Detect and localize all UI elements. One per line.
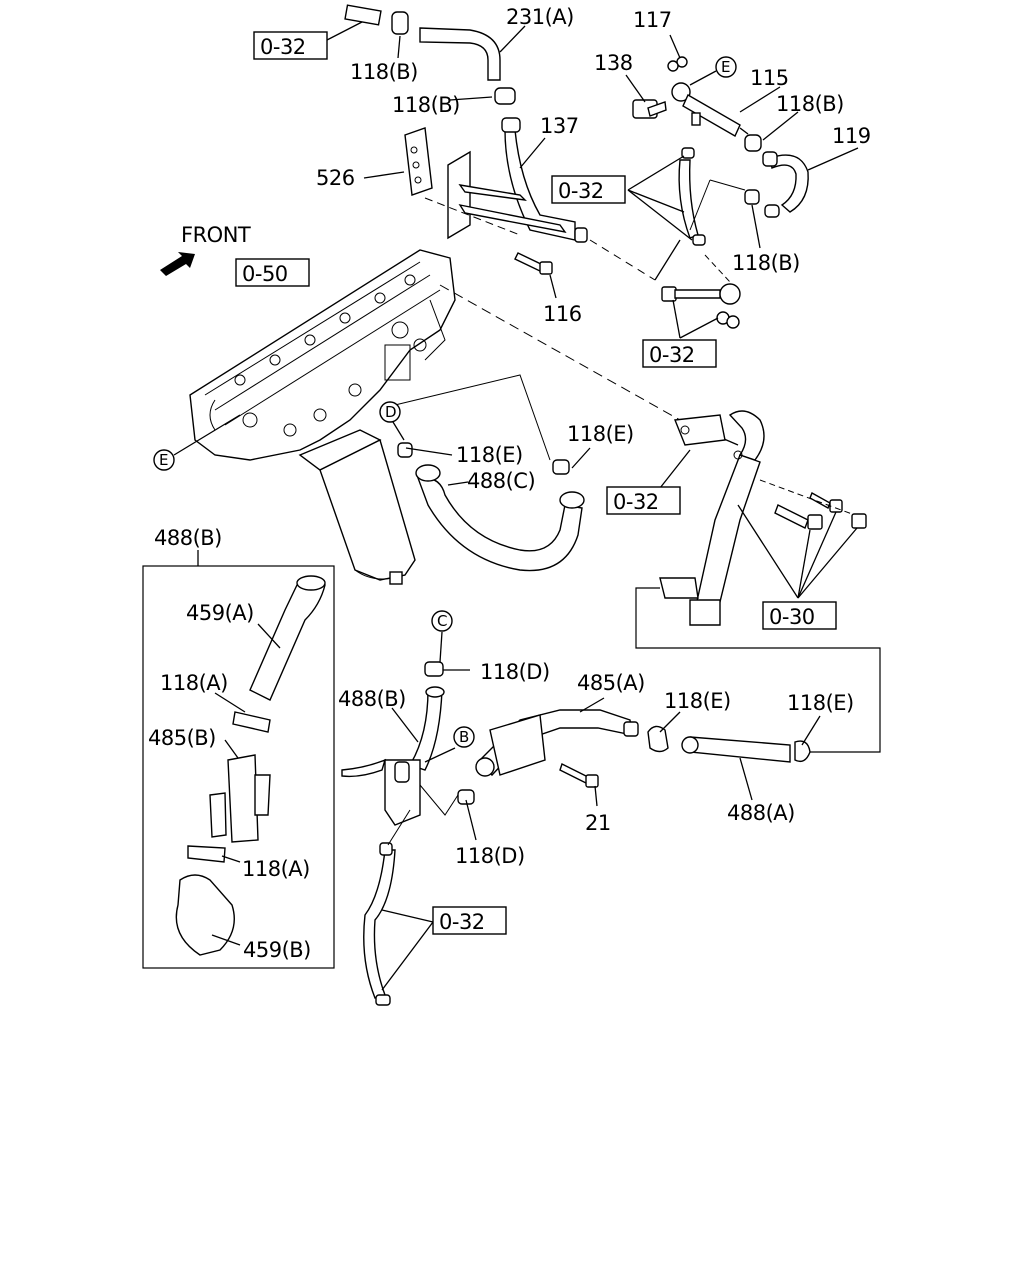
label-485b: 485(B) bbox=[148, 726, 216, 750]
label-118b-1: 118(B) bbox=[350, 60, 418, 84]
water-pipe-right bbox=[659, 410, 867, 626]
detail-box-488b bbox=[142, 565, 335, 969]
svg-text:E: E bbox=[721, 58, 730, 76]
label-118d-2: 118(D) bbox=[455, 844, 525, 868]
ref-label-0-32-c: 0-32 bbox=[642, 339, 717, 368]
label-115: 115 bbox=[750, 66, 789, 90]
oil-filter bbox=[298, 429, 416, 585]
ref-label-0-32-e: 0-32 bbox=[432, 906, 507, 935]
label-117: 117 bbox=[633, 8, 672, 32]
label-118a-1: 118(A) bbox=[160, 671, 228, 695]
svg-text:0-32: 0-32 bbox=[613, 490, 659, 514]
label-118d-1: 118(D) bbox=[480, 660, 550, 684]
label-118b-2: 118(B) bbox=[392, 93, 460, 117]
label-488a: 488(A) bbox=[727, 801, 795, 825]
front-arrow-icon bbox=[160, 252, 195, 276]
svg-text:0-32: 0-32 bbox=[558, 179, 604, 203]
circle-marker-e-top: E bbox=[715, 56, 737, 78]
label-118e-3: 118(E) bbox=[664, 689, 731, 713]
svg-text:0-32: 0-32 bbox=[649, 343, 695, 367]
label-488b: 488(B) bbox=[338, 687, 406, 711]
label-118a-2: 118(A) bbox=[242, 857, 310, 881]
label-21: 21 bbox=[585, 811, 611, 835]
label-118e-2: 118(E) bbox=[567, 422, 634, 446]
ref-label-0-32-d: 0-32 bbox=[606, 486, 681, 515]
hose-231a bbox=[344, 4, 516, 105]
label-231a: 231(A) bbox=[506, 5, 574, 29]
ref-label-0-30: 0-30 bbox=[762, 601, 837, 630]
label-485a: 485(A) bbox=[577, 671, 645, 695]
hose-488a bbox=[647, 725, 811, 763]
label-118e-1: 118(E) bbox=[456, 443, 523, 467]
hose-137-assembly bbox=[404, 117, 588, 243]
detail-parts bbox=[175, 575, 326, 956]
thermostat-assembly bbox=[341, 661, 475, 1006]
bolt-116 bbox=[514, 252, 553, 275]
svg-text:C: C bbox=[437, 612, 447, 630]
label-138: 138 bbox=[594, 51, 633, 75]
svg-text:B: B bbox=[459, 728, 469, 746]
oil-cooler-housing bbox=[189, 249, 456, 461]
svg-text:0-30: 0-30 bbox=[769, 605, 815, 629]
small-hose bbox=[678, 147, 746, 246]
label-118b-4: 118(B) bbox=[732, 251, 800, 275]
ref-label-0-32-a: 0-32 bbox=[253, 31, 328, 60]
label-459a: 459(A) bbox=[186, 601, 254, 625]
svg-text:0-32: 0-32 bbox=[439, 910, 485, 934]
label-119: 119 bbox=[832, 124, 871, 148]
pipe-115-assembly bbox=[632, 56, 809, 218]
pipe-485a bbox=[475, 709, 639, 788]
front-label: FRONT bbox=[181, 223, 251, 247]
label-118e-4: 118(E) bbox=[787, 691, 854, 715]
circle-marker-d: D bbox=[379, 401, 401, 423]
label-137: 137 bbox=[540, 114, 579, 138]
ref-label-0-32-b: 0-32 bbox=[551, 175, 626, 204]
front-indicator: FRONT bbox=[160, 223, 251, 276]
svg-text:E: E bbox=[159, 451, 168, 469]
svg-text:0-32: 0-32 bbox=[260, 35, 306, 59]
ref-label-0-50: 0-50 bbox=[235, 258, 310, 287]
label-488b-detail: 488(B) bbox=[154, 526, 222, 550]
eye-bolt bbox=[661, 254, 741, 329]
circle-marker-b: B bbox=[453, 726, 475, 748]
label-488c: 488(C) bbox=[467, 469, 535, 493]
label-116: 116 bbox=[543, 302, 582, 326]
label-459b: 459(B) bbox=[243, 938, 311, 962]
hose-488c bbox=[397, 442, 585, 572]
circle-marker-c: C bbox=[431, 610, 453, 632]
svg-text:D: D bbox=[385, 403, 396, 421]
label-118b-3: 118(B) bbox=[776, 92, 844, 116]
circle-marker-e-left: E bbox=[153, 449, 175, 471]
svg-text:0-50: 0-50 bbox=[242, 262, 288, 286]
label-526: 526 bbox=[316, 166, 355, 190]
